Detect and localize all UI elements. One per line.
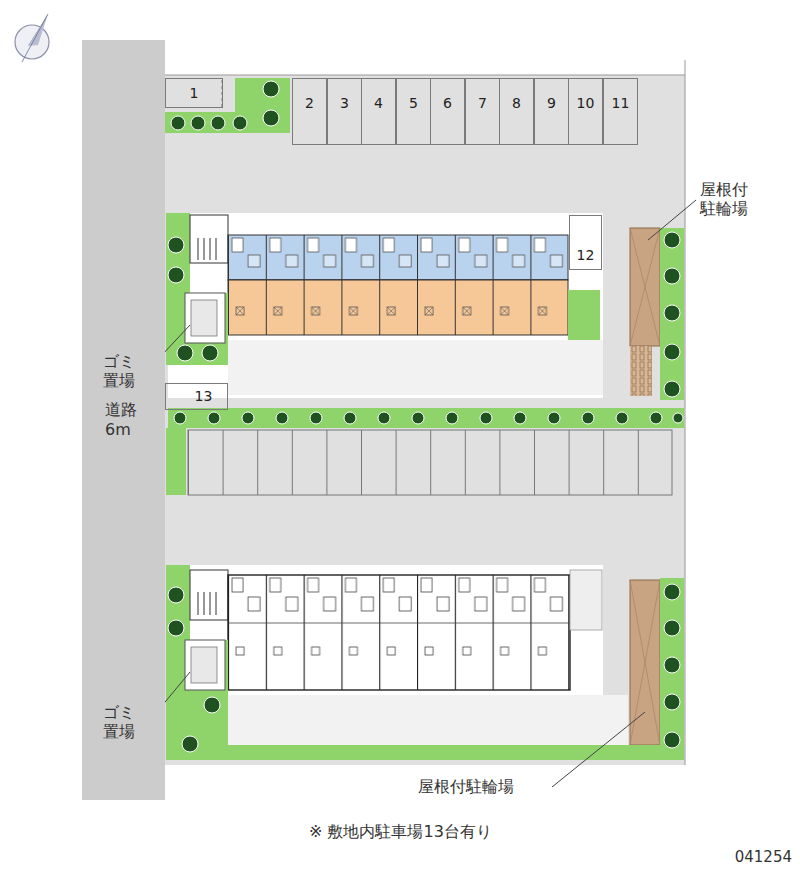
green-area (166, 293, 228, 365)
stairs (190, 570, 228, 620)
green-area (168, 745, 684, 760)
trees (168, 81, 683, 752)
callout-label: 屋根付 駐輪場 (700, 180, 753, 218)
space-number: 3 (340, 95, 349, 111)
space-number: 13 (195, 388, 213, 404)
caption: ※ 敷地内駐車場13台有り (309, 822, 492, 841)
callout-label: ゴミ 置場 (103, 703, 140, 741)
road-label: 道路 6m (105, 400, 142, 440)
parking-space: 9 (534, 78, 569, 145)
green-area (166, 565, 190, 640)
site-boundary (165, 75, 685, 76)
space-number: 9 (547, 95, 556, 111)
green-area (166, 640, 228, 760)
parking-stalls (188, 430, 672, 495)
space-number: 10 (577, 95, 595, 111)
site-boundary (685, 60, 686, 765)
bike-rack (630, 346, 652, 396)
green-area (660, 228, 684, 400)
callout-label: ゴミ 置場 (103, 352, 140, 390)
space-number: 8 (512, 95, 521, 111)
parking-space: 4 (361, 78, 396, 145)
space-number: 4 (374, 95, 383, 111)
leader-lines (146, 200, 696, 787)
space-number: 7 (478, 95, 487, 111)
paving (570, 570, 602, 630)
bike-shelter (630, 228, 660, 346)
parking-space: 13 (165, 383, 228, 410)
parking-space: 7 (465, 78, 500, 145)
space-number: 1 (190, 85, 199, 101)
parking-space: 12 (569, 215, 602, 270)
space-number: 2 (305, 95, 314, 111)
garbage-area (185, 293, 225, 343)
green-area (660, 578, 684, 760)
green-area (166, 428, 186, 495)
paving (165, 75, 685, 765)
parking-space: 6 (430, 78, 465, 145)
compass (15, 14, 49, 62)
parking-space: 8 (499, 78, 534, 145)
space-number: 12 (577, 247, 595, 263)
garbage-area (185, 640, 225, 690)
parking-space: 3 (327, 78, 362, 145)
parking-space: 10 (568, 78, 603, 145)
space-number: 6 (443, 95, 452, 111)
parking-space: 11 (603, 78, 638, 145)
space-number: 11 (612, 95, 630, 111)
road-band: 道路 6m (82, 40, 165, 800)
building-lot (168, 213, 603, 398)
parking-space: 2 (292, 78, 327, 145)
walkway (228, 340, 603, 395)
building-units (228, 280, 568, 335)
walkway (228, 695, 628, 745)
parking-space: 1 (165, 78, 223, 108)
stairs (190, 215, 228, 263)
id-number: 041254 (735, 848, 792, 866)
building-units (228, 575, 570, 690)
hedge (168, 408, 684, 428)
building-units (228, 235, 568, 280)
callout-label: 屋根付駐輪場 (418, 777, 514, 796)
green-area (166, 213, 190, 293)
parking-space: 5 (396, 78, 431, 145)
space-number: 5 (409, 95, 418, 111)
